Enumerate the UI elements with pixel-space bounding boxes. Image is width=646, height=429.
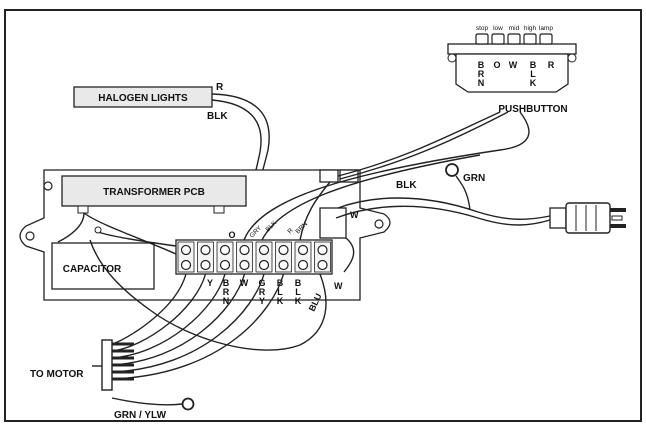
pushbutton-lamp-label: lamp xyxy=(539,25,553,32)
terminal-screw-lower xyxy=(258,259,270,271)
motor-pin xyxy=(112,377,134,381)
pushbutton-label: PUSHBUTTON xyxy=(498,104,567,115)
terminal-screw-lower xyxy=(239,259,250,271)
terminal-screw-upper xyxy=(180,244,192,256)
w-cord-label: W xyxy=(350,210,359,220)
motor-wire xyxy=(111,273,285,380)
pushbutton-low-label: low xyxy=(493,25,503,32)
pushbutton-high-button[interactable] xyxy=(523,33,537,45)
motor-wire xyxy=(111,273,187,345)
terminal-screw-lower xyxy=(180,259,192,271)
motor-wire xyxy=(111,273,207,352)
terminal-screw-lower xyxy=(219,259,231,271)
pushbutton-low-button[interactable] xyxy=(491,33,505,45)
to-motor-label: TO MOTOR xyxy=(30,369,84,380)
halogen-r-label: R xyxy=(216,82,224,93)
motor-wire xyxy=(111,273,226,359)
motor-pin xyxy=(112,342,134,346)
terminal-screw-upper xyxy=(258,244,270,256)
w-side-label: W xyxy=(334,281,343,291)
terminal-screw-upper xyxy=(297,244,309,256)
terminal-screw-lower xyxy=(278,259,289,271)
terminal-screw-upper xyxy=(219,244,231,256)
terminal-top-label-r: R xyxy=(286,227,294,235)
motor-pin xyxy=(112,356,134,360)
terminal-bottom-label: W xyxy=(240,278,249,288)
motor-pin xyxy=(112,349,134,353)
pushbutton-wire-label: R xyxy=(548,60,555,70)
grn-ylw-label: GRN / YLW xyxy=(114,410,167,421)
transformer-pcb: TRANSFORMER PCB xyxy=(61,175,247,214)
halogen-blk-label: BLK xyxy=(207,111,228,122)
power-plug xyxy=(549,202,626,234)
terminal-bottom-label: Y xyxy=(207,278,213,288)
transformer-pcb-label: TRANSFORMER PCB xyxy=(103,187,205,198)
pushbutton-high-label: high xyxy=(524,25,537,32)
motor-wire xyxy=(111,273,265,373)
pushbutton-stop-button[interactable] xyxy=(475,33,489,45)
terminal-screw-upper xyxy=(317,244,328,256)
pushbutton-mid-button[interactable] xyxy=(507,33,521,45)
terminal-screw-lower xyxy=(200,259,211,271)
motor-pin xyxy=(112,370,134,374)
terminal-screw-lower xyxy=(297,259,309,271)
terminal-top-label-o: O xyxy=(228,230,235,240)
pushbutton-wire-label: O xyxy=(493,60,500,70)
capacitor-label: CAPACITOR xyxy=(63,264,122,275)
terminal-block xyxy=(175,239,333,275)
pushbutton-lamp-button[interactable] xyxy=(539,33,553,45)
halogen-lights-label: HALOGEN LIGHTS xyxy=(98,93,188,104)
motor-ground-ring xyxy=(181,397,195,411)
pushbutton-mid-label: mid xyxy=(509,25,520,32)
ground-ring-grn xyxy=(445,163,459,177)
blk-cord-label: BLK xyxy=(396,180,417,191)
motor-pin xyxy=(112,363,134,367)
grn-label: GRN xyxy=(463,173,485,184)
pushbutton-wire-label: W xyxy=(509,60,518,70)
halogen-lights: HALOGEN LIGHTS xyxy=(73,86,213,108)
terminal-screw-upper xyxy=(200,244,211,256)
terminal-screw-upper xyxy=(239,244,250,256)
terminal-screw-lower xyxy=(317,259,328,271)
terminal-screw-upper xyxy=(278,244,289,256)
motor-connector xyxy=(92,339,113,391)
motor-wire xyxy=(111,273,246,366)
pushbutton-stop-label: stop xyxy=(476,25,489,32)
